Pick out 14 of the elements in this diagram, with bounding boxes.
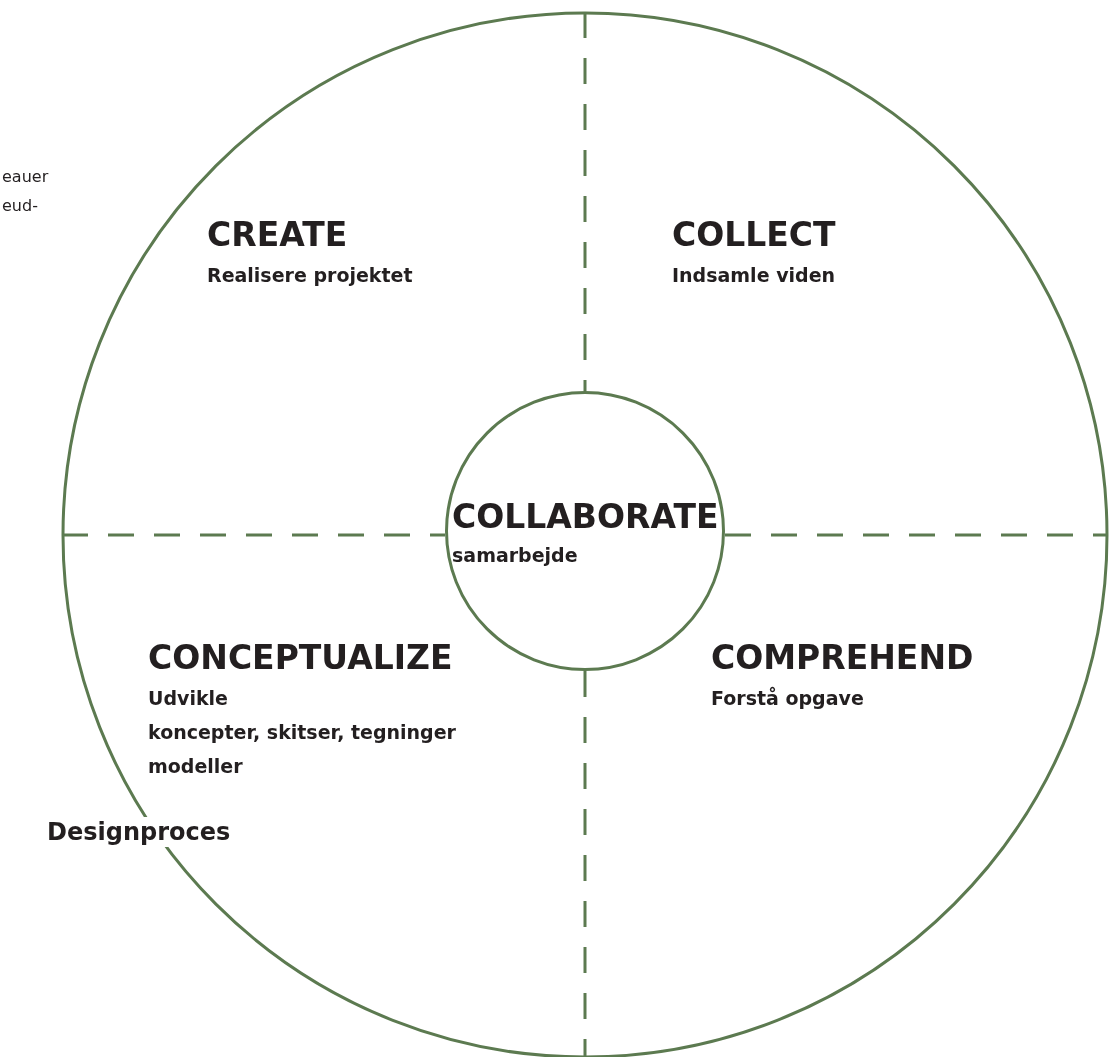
phase-description: Udvikle bbox=[148, 688, 228, 709]
phase-description: Indsamle viden bbox=[672, 265, 836, 286]
phase-heading: COLLABORATE bbox=[452, 499, 719, 536]
phase-heading: COLLECT bbox=[672, 217, 836, 254]
phase-heading: CREATE bbox=[207, 217, 348, 254]
phase-description: Forstå opgave bbox=[711, 688, 864, 709]
cut-off-text: eauer bbox=[2, 168, 49, 186]
phase-description: modeller bbox=[148, 756, 243, 777]
phase-heading: COMPREHEND bbox=[711, 640, 974, 677]
cut-off-text: eud- bbox=[2, 197, 38, 215]
phase-heading: CONCEPTUALIZE bbox=[148, 640, 453, 677]
phase-description: Realisere projektet bbox=[207, 265, 413, 286]
phase-description: koncepter, skitser, tegninger bbox=[148, 722, 456, 743]
phase-description: samarbejde bbox=[452, 545, 578, 566]
